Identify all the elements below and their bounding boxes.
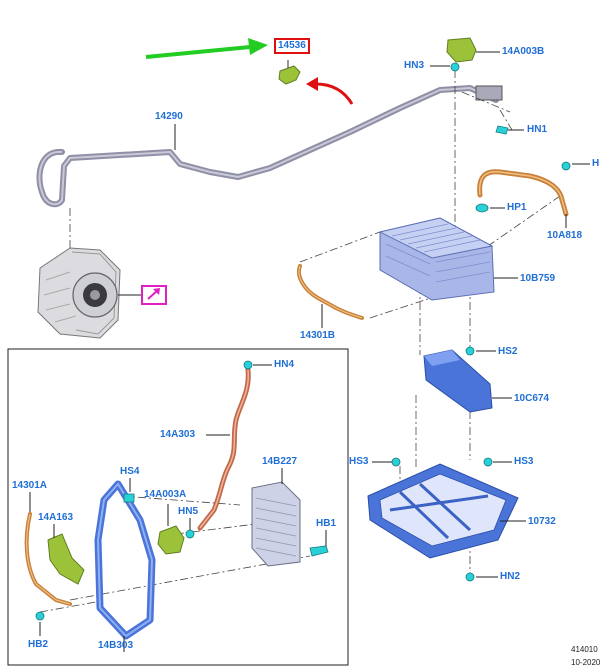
label-10C674: 10C674 [514, 393, 550, 404]
label-14536: 14536 [274, 38, 310, 54]
part-10A818-hose [475, 161, 590, 228]
green-pointer-arrow [145, 38, 268, 59]
part-10B759-battery-module [378, 217, 518, 301]
fitting-HB2 [35, 611, 45, 636]
part-14301B-strap [297, 264, 364, 328]
footer-code: 414010 [571, 645, 598, 654]
label-14A003A: 14A003A [144, 489, 187, 500]
label-14B227: 14B227 [262, 456, 298, 467]
label-14A303: 14A303 [160, 429, 196, 440]
label-HS4: HS4 [120, 466, 140, 477]
fitting-HS4 [123, 478, 135, 503]
magenta-callout-icon [141, 285, 167, 305]
fitting-HS2 [465, 346, 496, 356]
inset-panel-border [7, 348, 349, 666]
label-10732: 10732 [528, 516, 556, 527]
label-HN1: HN1 [527, 124, 548, 135]
label-10A818: 10A818 [547, 230, 583, 241]
label-14301B: 14301B [300, 330, 336, 341]
part-10C674-cover [423, 349, 512, 413]
label-14290: 14290 [155, 111, 183, 122]
label-HP1: HP1 [507, 202, 527, 213]
label-14B303: 14B303 [98, 640, 134, 651]
fitting-HN5 [185, 518, 195, 539]
part-14536-bracket [278, 60, 301, 85]
part-14A163-bracket [47, 524, 85, 585]
part-14A303-hose [197, 360, 272, 531]
label-HB1: HB1 [316, 518, 337, 529]
part-14B303-frame [94, 480, 156, 652]
part-14301A-strap [24, 492, 72, 606]
part-14A003B-bracket [446, 37, 500, 63]
label-14A003B: 14A003B [502, 46, 545, 57]
part-14B227-exchanger [251, 468, 301, 567]
label-HN2: HN2 [500, 571, 521, 582]
fitting-HS3-right [483, 457, 512, 467]
label-HS3-left: HS3 [349, 456, 369, 467]
part-10732-tray [367, 463, 526, 559]
label-H: H [592, 158, 600, 169]
label-HS2: HS2 [498, 346, 518, 357]
label-HB2: HB2 [28, 639, 49, 650]
label-14301A: 14301A [12, 480, 48, 491]
fitting-HB1 [309, 530, 329, 557]
fitting-HN2 [465, 572, 498, 582]
dashed-leaders-top [69, 70, 561, 575]
compressor-unit [37, 247, 142, 339]
fitting-HN1 [495, 125, 524, 135]
part-14A003A-bracket [157, 504, 185, 555]
part-14290-harness [36, 85, 503, 208]
label-HN3: HN3 [404, 60, 425, 71]
fitting-HN3 [430, 62, 460, 72]
red-curved-arrow [306, 77, 354, 105]
fitting-HS3-left [372, 457, 401, 467]
label-10B759: 10B759 [520, 273, 556, 284]
label-HS3-right: HS3 [514, 456, 534, 467]
label-HN4: HN4 [274, 359, 295, 370]
label-HN5: HN5 [178, 506, 199, 517]
footer-date: 10-2020 [571, 658, 600, 667]
label-14A163: 14A163 [38, 512, 74, 523]
